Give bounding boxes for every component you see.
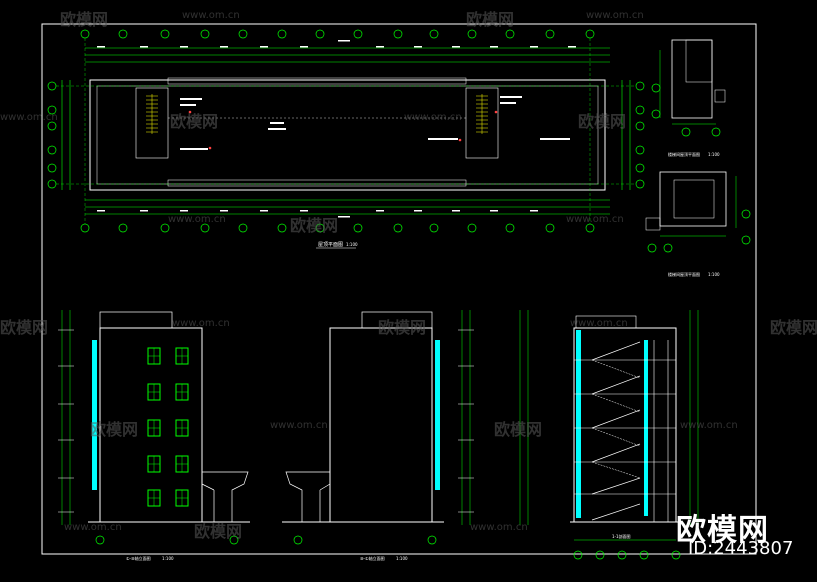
watermark-brand-6: 欧模网: [0, 318, 49, 337]
watermark-url-11: www.om.cn: [64, 522, 122, 533]
watermark-brand-8: 欧模网: [770, 318, 817, 337]
roof-plan-title: 屋顶平面图: [318, 242, 343, 248]
drawing-frame: [41, 23, 757, 555]
stair-plan-top-title: 楼梯间屋顶平面图: [668, 151, 700, 157]
stair-roof-plans: 楼梯间屋顶平面图 1:100 楼梯间屋顶平面图 1:100: [645, 39, 751, 277]
watermark-brand-7: 欧模网: [378, 318, 427, 337]
watermark-url-8: www.om.cn: [570, 318, 628, 329]
watermark-url-3: www.om.cn: [0, 112, 58, 123]
watermark-brand-5: 欧模网: [290, 216, 339, 235]
watermark-url-2: www.om.cn: [586, 10, 644, 21]
stair-plan-top-scale: 1:100: [708, 152, 720, 157]
watermark-brand-10: 欧模网: [494, 420, 543, 439]
watermark-brand-9: 欧模网: [90, 420, 139, 439]
watermark-url-5: www.om.cn: [168, 214, 226, 225]
model-id-label: ID:2443807: [688, 538, 794, 559]
stair-plan-bottom-title: 楼梯间屋顶平面图: [668, 271, 700, 277]
section-1-1: 1-1剖面图: [519, 310, 699, 560]
roof-plan-scale: 1:100: [346, 242, 358, 247]
left-elevation-scale: 1:100: [162, 556, 174, 561]
section-title: 1-1剖面图: [612, 533, 631, 539]
stair-plan-bottom-scale: 1:100: [708, 272, 720, 277]
watermark-brand-4: 欧模网: [578, 112, 627, 131]
watermark-url-6: www.om.cn: [566, 214, 624, 225]
right-elevation-scale: 1:100: [396, 556, 408, 561]
left-elevation: ①-⑩轴立面图 1:100: [58, 310, 250, 561]
brand-logo-text: 欧模网: [676, 513, 769, 548]
watermark-url-7: www.om.cn: [172, 318, 230, 329]
watermark-brand-3: 欧模网: [170, 112, 219, 131]
watermark-url-9: www.om.cn: [270, 420, 328, 431]
watermark-url-10: www.om.cn: [680, 420, 738, 431]
watermark-brand-2: 欧模网: [466, 10, 515, 29]
watermark-url-1: www.om.cn: [182, 10, 240, 21]
watermark-url-12: www.om.cn: [470, 522, 528, 533]
roof-plan: 屋顶平面图 1:100: [47, 29, 645, 249]
watermark-brand-1: 欧模网: [60, 10, 109, 29]
left-elevation-title: ①-⑩轴立面图: [126, 555, 151, 561]
watermark-url-4: www.om.cn: [404, 112, 462, 123]
right-elevation-title: ⑩-①轴立面图: [360, 555, 385, 561]
watermark-brand-11: 欧模网: [194, 522, 243, 541]
right-elevation: ⑩-①轴立面图 1:100: [282, 310, 474, 561]
